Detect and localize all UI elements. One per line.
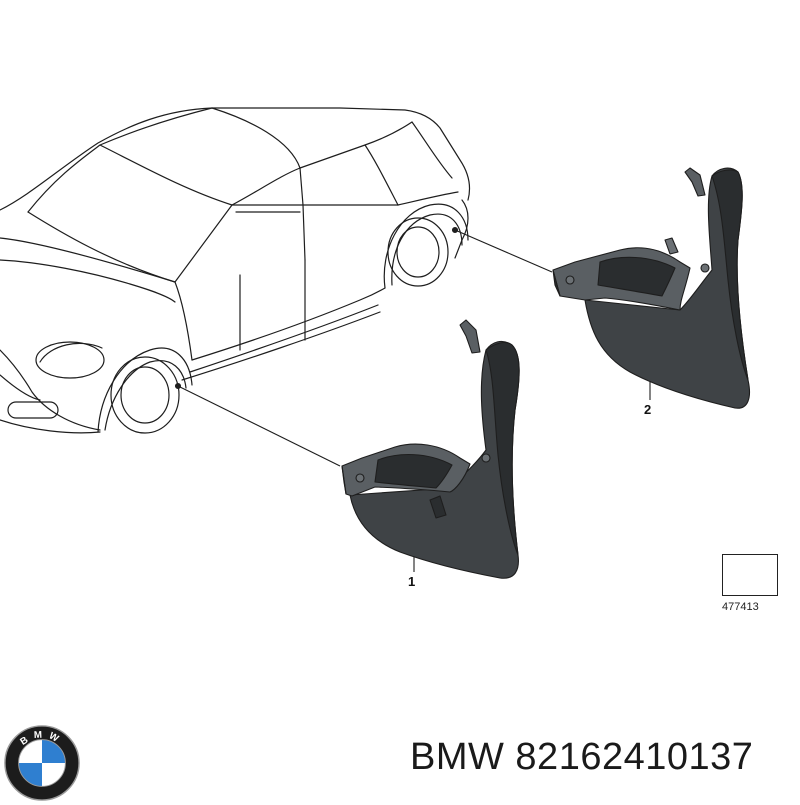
reference-box: [722, 554, 778, 596]
leader-line-1: [177, 385, 341, 467]
mud-flap-1: [341, 319, 520, 579]
logo-letter-m: M: [34, 729, 48, 741]
callout-label-2: 2: [644, 402, 652, 417]
logo-letter-b: B: [18, 731, 35, 747]
callout-label-1: 1: [408, 574, 416, 589]
bmw-logo: BMW: [4, 725, 80, 801]
part-number-caption: BMW 82162410137: [410, 736, 754, 778]
reference-number: 477413: [722, 601, 759, 613]
mud-flap-2: [552, 167, 751, 409]
car-outline: [0, 107, 471, 434]
leader-line-2: [454, 229, 553, 273]
leader-lines: [174, 226, 651, 572]
